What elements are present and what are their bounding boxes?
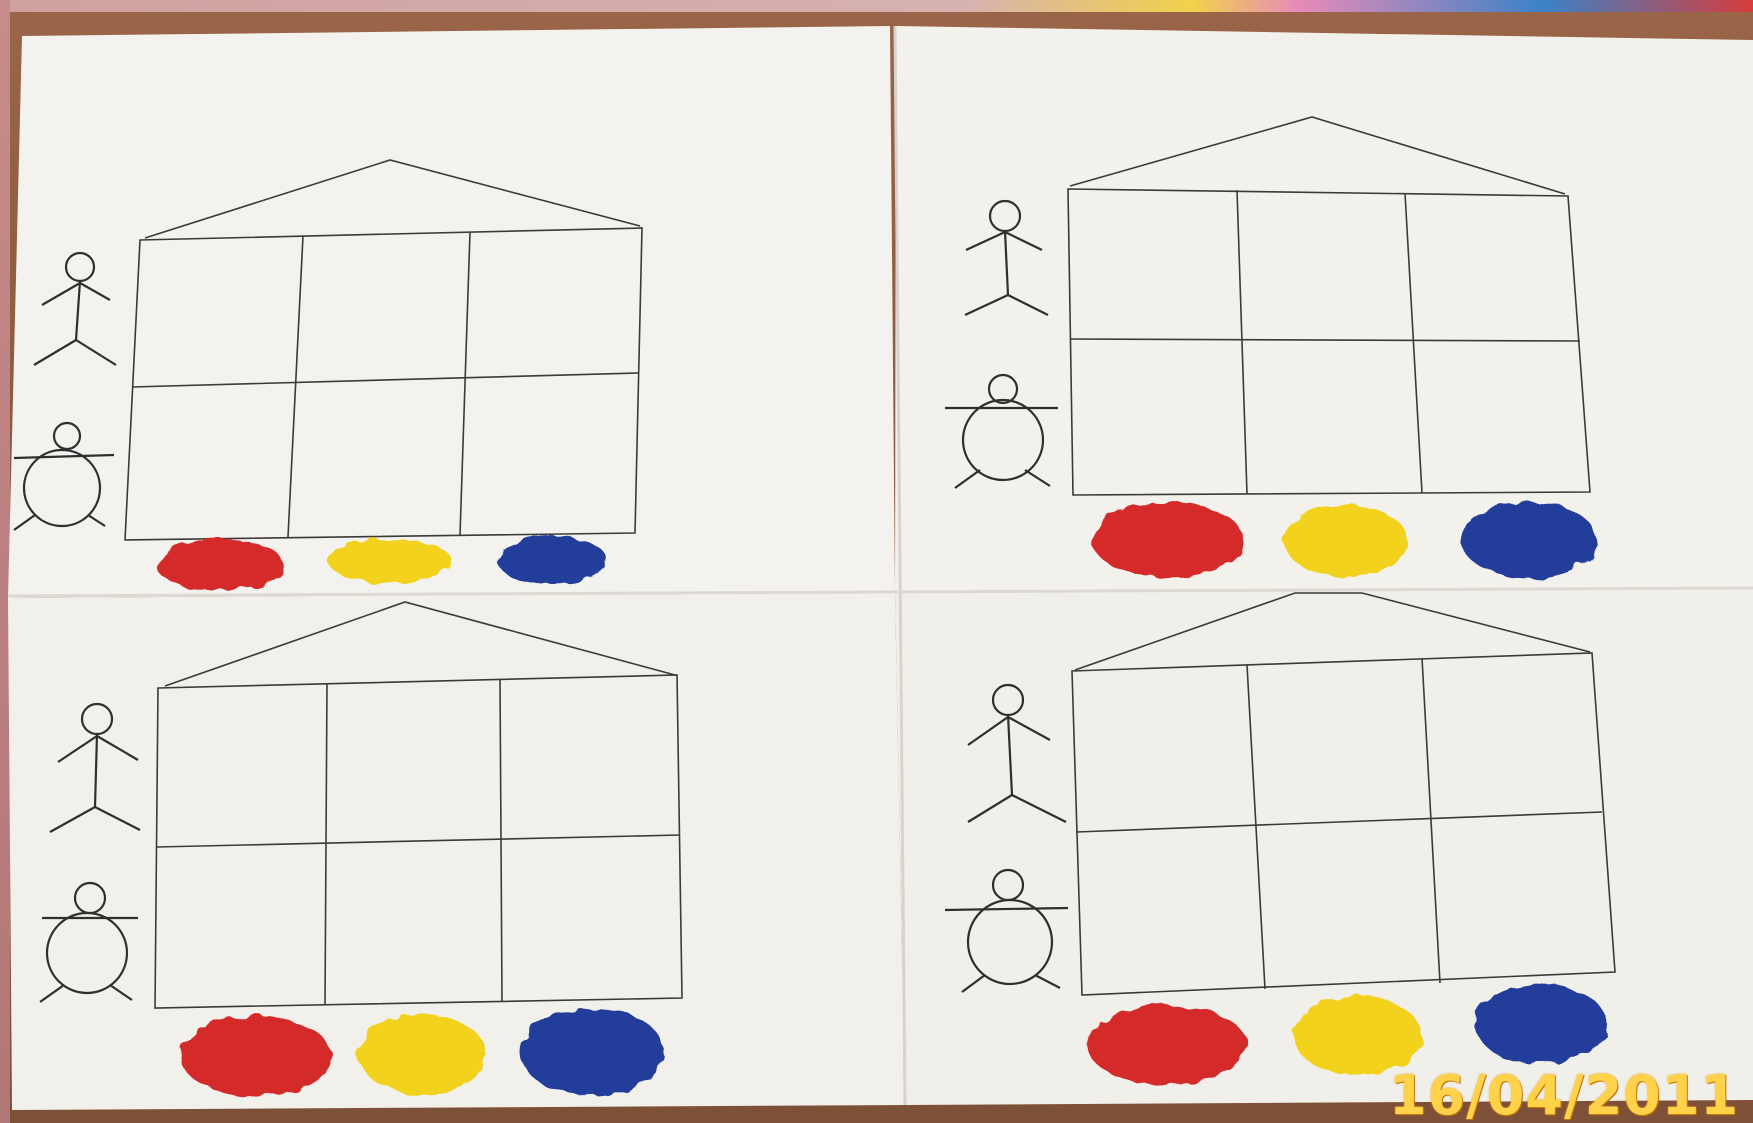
paint-blot-red-icon <box>180 1016 332 1096</box>
paint-blot-blue-icon <box>1475 984 1607 1064</box>
paint-blot-yellow-icon <box>328 539 452 583</box>
paint-blot-red-icon <box>1092 502 1244 578</box>
paint-blot-red-icon <box>156 539 284 591</box>
photo-date-stamp: 16/04/2011 <box>1389 1069 1739 1123</box>
paper-sheet-top-right <box>895 26 1753 592</box>
paint-blot-yellow-icon <box>358 1014 486 1094</box>
paint-blot-yellow-icon <box>1284 505 1408 577</box>
paint-blot-red-icon <box>1087 1005 1247 1085</box>
paint-blot-blue-icon <box>1461 502 1597 578</box>
paint-blot-blue-icon <box>497 536 607 584</box>
paint-blot-blue-icon <box>520 1008 664 1096</box>
paper-sheet-top-left <box>8 26 895 598</box>
